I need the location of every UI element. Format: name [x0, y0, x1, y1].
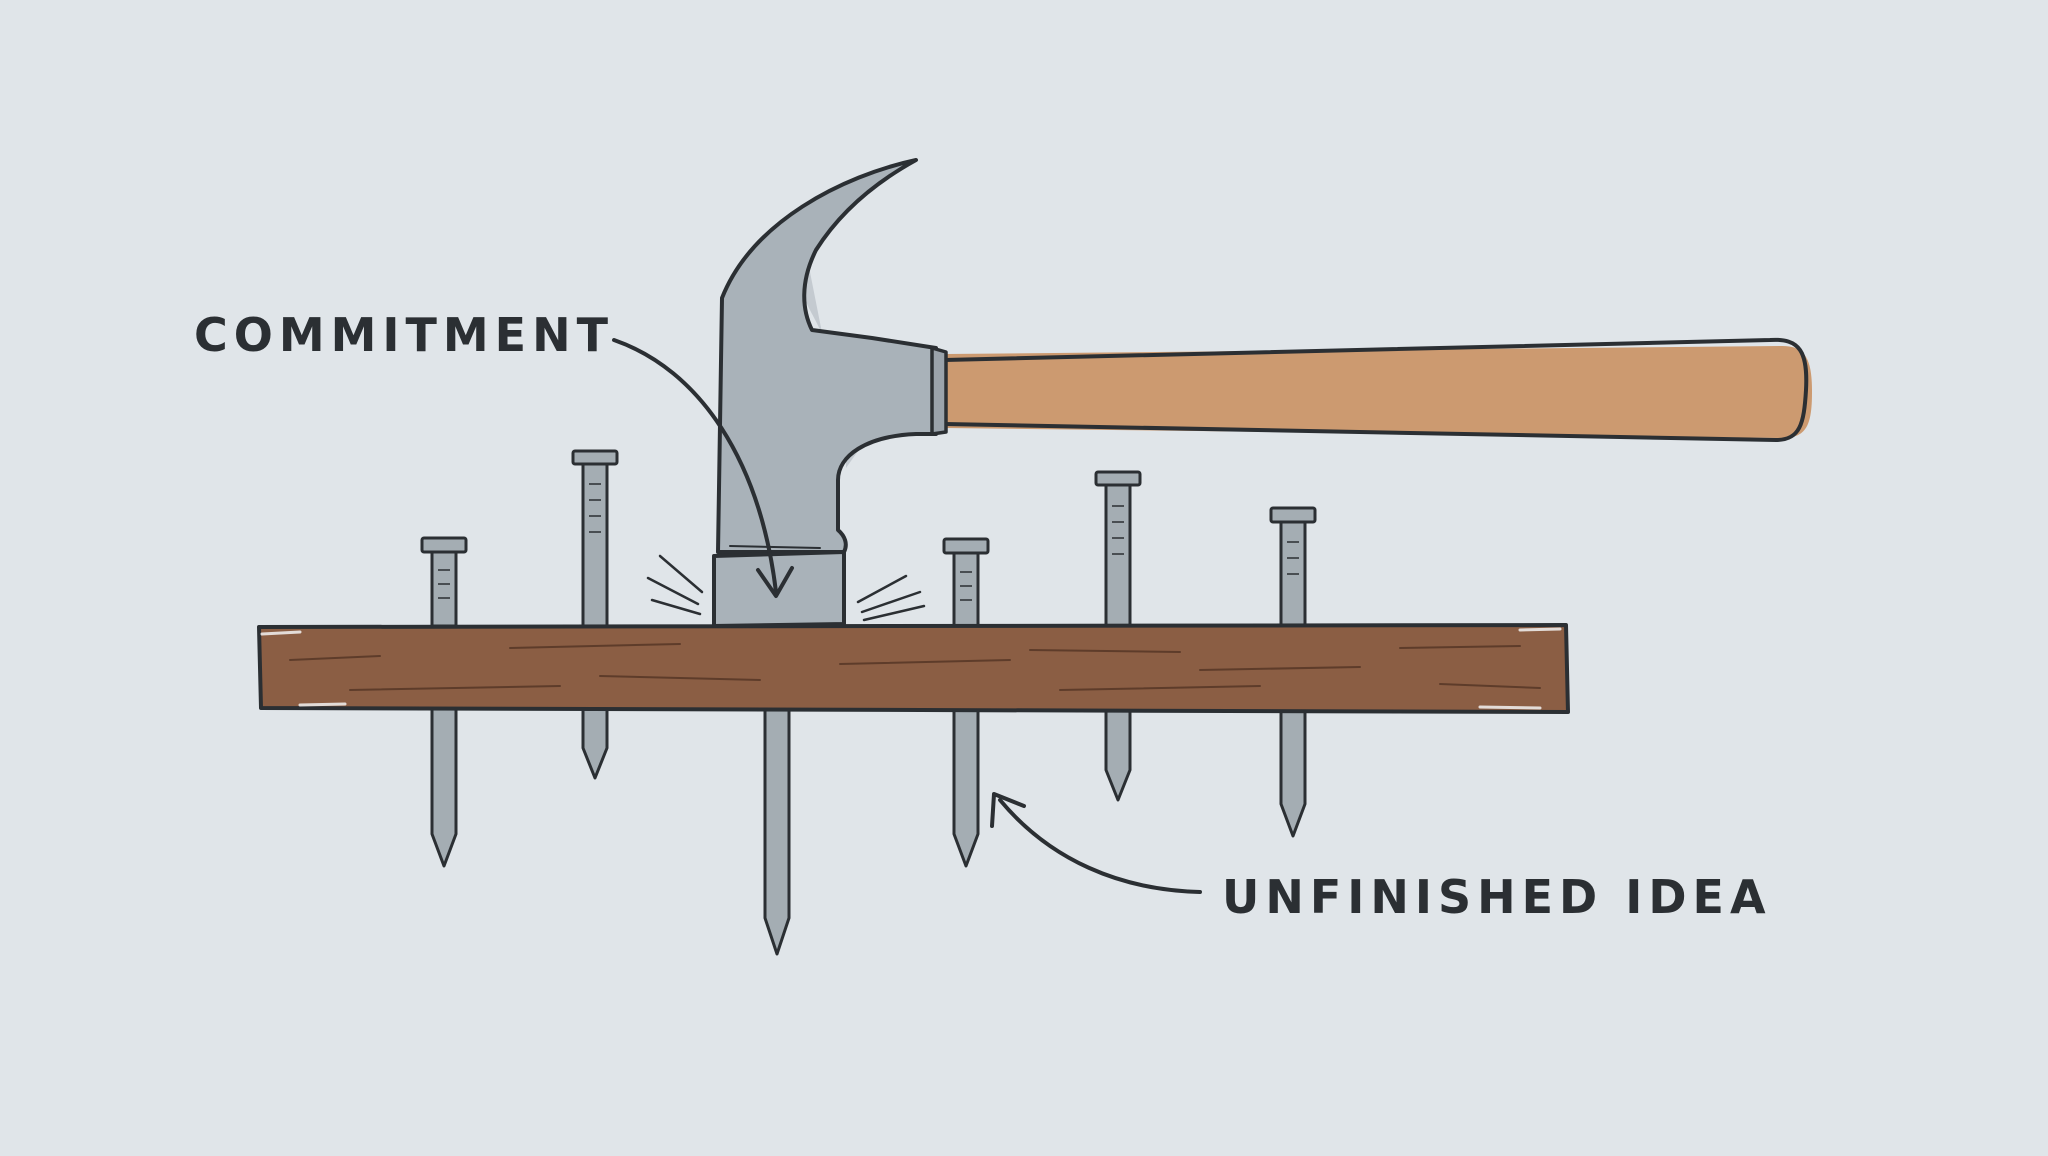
nail-icon — [942, 537, 990, 628]
nail-4-tip — [952, 704, 980, 868]
nail-icon — [571, 449, 619, 628]
wooden-board — [257, 623, 1570, 714]
hammer-handle — [943, 337, 1812, 442]
nail-3-tip — [763, 704, 791, 956]
unfinished-idea-arrowhead — [990, 792, 1026, 828]
hammer-icon — [712, 158, 948, 628]
nail-6-tip — [1279, 704, 1307, 838]
nail-tips — [430, 704, 1307, 956]
nail-5-tip — [1104, 704, 1132, 802]
nails-above-board — [420, 449, 1317, 628]
annotation-arrows — [612, 338, 1202, 894]
unfinished-idea-label: UNFINISHED IDEA — [1222, 870, 1772, 924]
impact-marks — [646, 554, 926, 622]
commitment-arrow — [612, 338, 778, 594]
commitment-label: COMMITMENT — [194, 308, 614, 362]
unfinished-idea-arrow — [998, 798, 1202, 894]
nail-icon — [1269, 506, 1317, 628]
nail-icon — [420, 536, 468, 628]
nail-icon — [1094, 470, 1142, 628]
commitment-arrowhead — [756, 566, 794, 598]
nail-2-tip — [581, 704, 609, 780]
nail-1-tip — [430, 704, 458, 868]
